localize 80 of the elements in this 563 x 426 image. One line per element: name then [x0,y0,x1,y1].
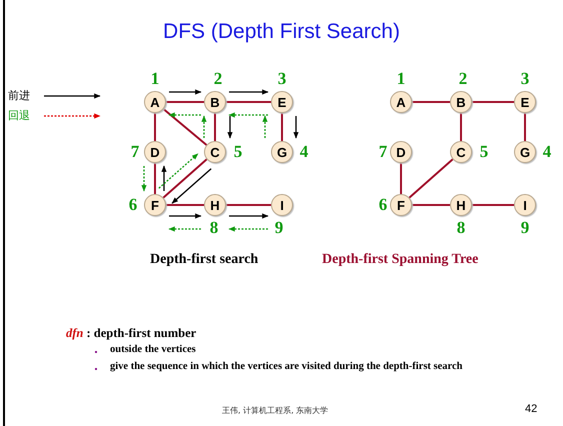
graph-edge [400,163,402,194]
page-number: 42 [525,403,538,415]
graph-edge [162,108,208,146]
dfn-number: 7 [130,143,140,161]
vertex-circle: G [514,141,536,163]
arrow [228,112,268,118]
dfn-number: 4 [298,143,310,161]
dfn-number: 5 [478,143,490,161]
graph-edge [166,204,204,206]
arrow [168,112,201,118]
graph-edge [214,113,216,141]
graph-edge [166,101,204,103]
dfn-number: 2 [212,70,224,88]
graph-edge [524,113,526,141]
graph-edge [226,101,271,103]
definition-text: dfn : depth-first number [66,326,196,341]
vertex-circle: F [144,194,166,216]
vertex-circle: I [514,194,536,216]
graph-edge [226,204,271,206]
arrow [161,165,167,191]
graph-edge [412,101,450,103]
dfn-number: 1 [150,70,160,88]
dfn-number: 9 [520,219,530,237]
vertex-circle: A [144,91,166,113]
footer-text: 王伟, 计算机工程系, 东南大学 [222,405,328,416]
legend-label: 前进 [8,88,30,103]
dfn-number: 4 [542,143,552,161]
arrow [229,213,269,219]
graph-edge [408,158,454,198]
vertex-circle: F [390,194,412,216]
graph-edge [281,113,283,141]
arrow [141,166,147,192]
graph-edge [162,158,208,198]
graph-edge [412,204,450,206]
arrow [172,168,212,204]
dfn-number: 3 [520,70,530,88]
dfn-number: 2 [458,70,468,88]
dfn-number: 1 [396,70,406,88]
vertex-circle: E [271,91,293,113]
vertex-circle: H [450,194,472,216]
arrow [168,226,201,232]
vertex-circle: G [271,141,293,163]
dfn-number: 8 [208,219,220,237]
arrow [227,116,233,139]
vertex-circle: I [271,194,293,216]
vertex-circle: D [144,141,166,163]
arrow [229,89,269,95]
graph-edge [460,113,462,141]
dfn-number: 6 [128,196,138,214]
graph-caption: Depth-first Spanning Tree [322,252,478,268]
vertex-circle: D [390,141,412,163]
graph-edge [472,204,514,206]
arrow [228,226,268,232]
graph-edge [154,163,156,194]
bullet-text: give the sequence in which the vertices are visited during the depth-first search [110,361,462,372]
vertex-circle: C [204,141,226,163]
vertex-circle: C [450,141,472,163]
legend-label: 回退 [8,108,30,123]
arrow [169,213,202,219]
graph-caption: Depth-first search [150,252,258,268]
arrow [262,115,268,138]
vertex-circle: H [204,194,226,216]
dfn-number: 3 [276,70,288,88]
arrow [169,89,202,95]
bullet-text: outside the vertices [110,344,196,355]
vertex-circle: B [204,91,226,113]
graph-edge [472,101,514,103]
arrow [201,115,207,138]
vertex-circle: A [390,91,412,113]
dfn-number: 8 [456,219,466,237]
slide-title: DFS (Depth First Search) [162,20,401,44]
graph-edge [154,113,156,141]
dfn-number: 6 [378,196,388,214]
vertex-circle: B [450,91,472,113]
arrow [158,153,198,189]
dfn-number: 5 [232,143,244,161]
arrow [293,116,299,139]
dfn-number: 9 [274,219,284,237]
vertex-circle: E [514,91,536,113]
dfn-number: 7 [378,143,388,161]
